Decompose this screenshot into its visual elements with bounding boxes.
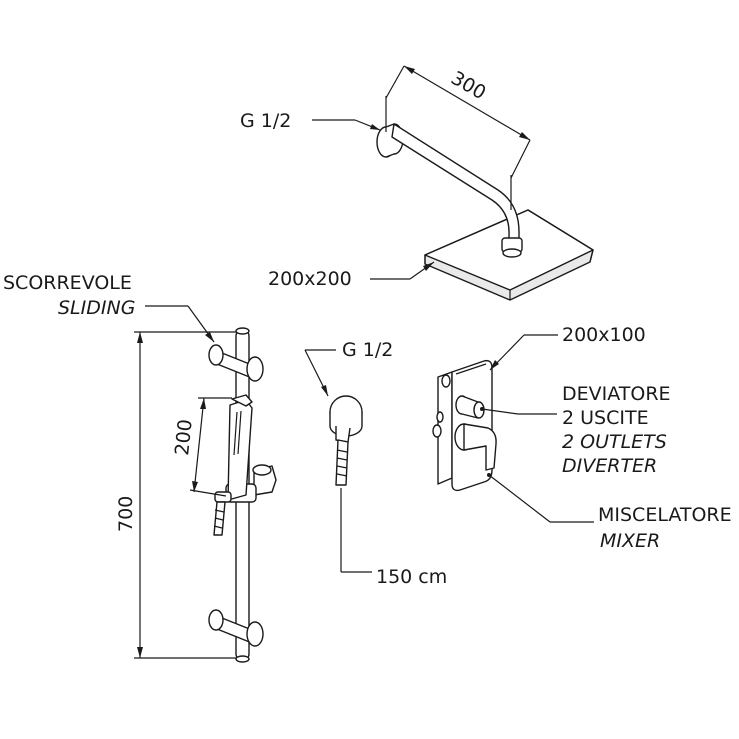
diverter-label-en-1: 2 OUTLETS (562, 431, 667, 453)
sliding-callout: SCORREVOLE SLIDING (3, 272, 215, 343)
arm-thread-label: G 1/2 (240, 110, 291, 132)
mixer-label-en: MIXER (600, 530, 660, 552)
outlet-thread-label: G 1/2 (342, 339, 393, 361)
handset-length-dimension: 200 (171, 397, 232, 497)
wall-outlet (329, 395, 363, 486)
head-size-label: 200x200 (268, 268, 352, 290)
diverter-callout: DEVIATORE 2 USCITE 2 OUTLETS DIVERTER (480, 383, 671, 477)
head-size-callout: 200x200 (268, 261, 435, 290)
diverter-label-en-2: DIVERTER (562, 455, 657, 477)
handset-length-label: 200 (171, 418, 197, 456)
diverter-label-it-1: DEVIATORE (562, 383, 671, 405)
sliding-label-it: SCORREVOLE (3, 272, 132, 294)
mixer-callout: MISCELATORE MIXER (487, 473, 732, 552)
outlet-thread-callout: G 1/2 (304, 339, 393, 397)
hose-length-label: 150 cm (376, 566, 447, 588)
hose-length-callout: 150 cm (340, 488, 447, 588)
diverter-label-it-2: 2 USCITE (562, 407, 649, 429)
mixer-label-it: MISCELATORE (598, 504, 732, 526)
arm-length-label: 300 (447, 67, 489, 104)
rail-height-dimension: 700 (115, 331, 236, 659)
mixer-diverter-unit (432, 359, 497, 492)
rail-height-label: 700 (115, 496, 137, 532)
sliding-label-en: SLIDING (58, 297, 135, 319)
arm-thread-callout: G 1/2 (240, 110, 381, 132)
plate-size-label: 200x100 (562, 324, 646, 346)
plate-size-callout: 200x100 (489, 324, 646, 371)
